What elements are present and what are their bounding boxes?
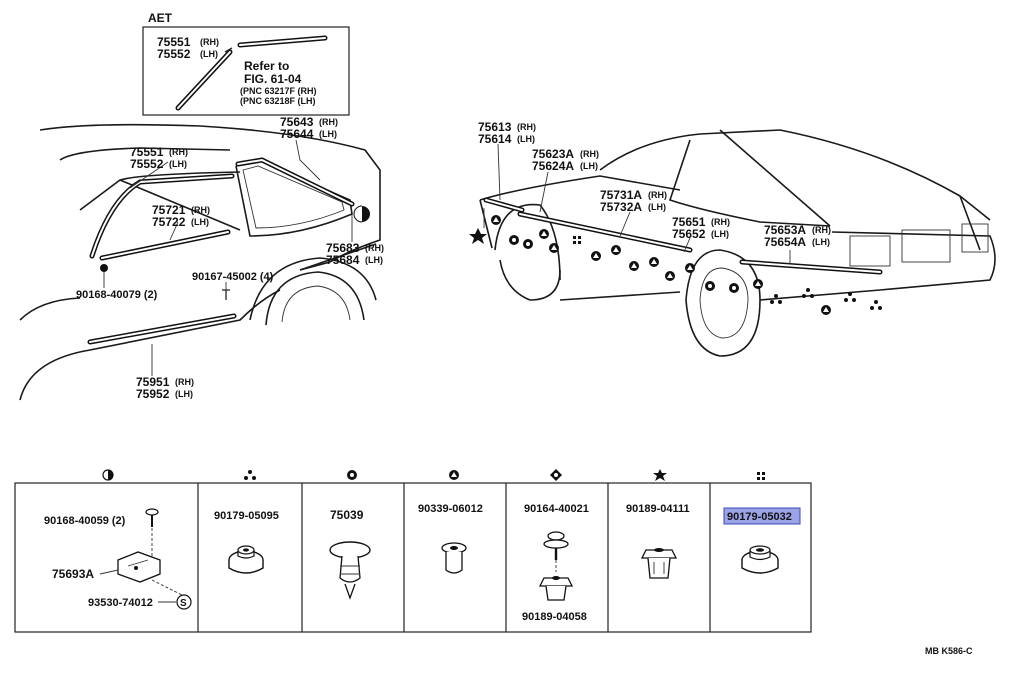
- callout-75643-side: (RH): [319, 117, 338, 127]
- callout-75654A[interactable]: 75654A: [764, 235, 806, 249]
- bracket-icon: [117, 551, 161, 583]
- inset-refer-pnc1: (PNC 63217F (RH): [240, 86, 317, 96]
- grommet-icon: [441, 542, 467, 574]
- half-circle-symbol: [362, 206, 370, 222]
- callout-75684[interactable]: 75684: [326, 253, 360, 267]
- flange-nut-icon: [741, 545, 779, 574]
- part-93530-74012[interactable]: 93530-74012: [88, 597, 153, 609]
- star-symbol: [653, 469, 667, 481]
- callout-90168-40079[interactable]: 90168-40079 (2): [76, 289, 158, 301]
- half-circle-symbol: [102, 469, 114, 481]
- figure-code: MB K586-C: [925, 646, 973, 656]
- right-car-clip-markers: [469, 215, 882, 315]
- part-90179-05095[interactable]: 90179-05095: [214, 510, 279, 522]
- callout-75732A-side: (LH): [648, 202, 666, 212]
- callout-75652-side: (LH): [711, 229, 729, 239]
- callout-75683[interactable]: 75683: [326, 241, 360, 255]
- highlight-90179-05032[interactable]: [723, 507, 801, 525]
- inset-part-a-side: (RH): [200, 37, 219, 47]
- triangle-symbol: [449, 470, 459, 480]
- callout-75613[interactable]: 75613: [478, 120, 512, 134]
- callout-75644-side: (LH): [319, 129, 337, 139]
- license-plate: [901, 229, 951, 263]
- callout-75551[interactable]: 75551: [130, 145, 164, 159]
- callout-75552-side: (LH): [169, 159, 187, 169]
- circled-s-label: S: [180, 598, 187, 609]
- callout-75643[interactable]: 75643: [280, 115, 314, 129]
- clip-marker: [100, 264, 108, 272]
- part-75039[interactable]: 75039: [330, 508, 364, 522]
- inset-refer-pnc2: (PNC 63218F (LH): [240, 96, 316, 106]
- callout-75721[interactable]: 75721: [152, 203, 186, 217]
- fastener-table-frame: [14, 482, 812, 633]
- diamond-circle-symbol: [550, 469, 562, 481]
- clip-nut-icon: [538, 576, 574, 601]
- inset-frame: [142, 26, 350, 116]
- star-symbol: [469, 228, 487, 244]
- inset-part-a[interactable]: 75551: [157, 35, 191, 49]
- right-callouts: 75613 (RH) 75614 (LH) 75623A (RH) 75624A…: [478, 120, 831, 249]
- callout-75651[interactable]: 75651: [672, 215, 706, 229]
- part-90189-04111[interactable]: 90189-04111: [626, 503, 690, 515]
- part-90189-04058[interactable]: 90189-04058: [522, 611, 587, 623]
- callout-75721-side: (RH): [191, 205, 210, 215]
- fastener-table: 90168-40059 (2) 75693A 93530-74012 S 901…: [14, 469, 812, 633]
- left-car-illustration: [19, 123, 381, 401]
- inset-part-b[interactable]: 75552: [157, 47, 191, 61]
- callout-75624A-side: (LH): [580, 161, 598, 171]
- circled-s-icon: [176, 594, 192, 610]
- inset-refer-line2[interactable]: FIG. 61-04: [244, 72, 302, 86]
- callout-75731A-side: (RH): [648, 190, 667, 200]
- three-dots-symbol: [244, 470, 256, 480]
- callout-75684-side: (LH): [365, 255, 383, 265]
- clip-ring-symbol: [347, 470, 357, 480]
- callout-75683-side: (RH): [365, 243, 384, 253]
- right-car-illustration: [469, 129, 996, 357]
- part-90179-05032[interactable]: 90179-05032: [727, 511, 792, 523]
- callout-75731A[interactable]: 75731A: [600, 188, 642, 202]
- callout-75653A[interactable]: 75653A: [764, 223, 806, 237]
- nut-icon: [228, 545, 264, 574]
- screw-icon: [145, 508, 159, 527]
- callout-75614[interactable]: 75614: [478, 132, 512, 146]
- washer-screw-icon: [543, 531, 569, 560]
- screw-marker: [222, 289, 230, 300]
- callout-75653A-side: (RH): [812, 225, 831, 235]
- callout-75652[interactable]: 75652: [672, 227, 706, 241]
- callout-75623A[interactable]: 75623A: [532, 147, 574, 161]
- callout-75952[interactable]: 75952: [136, 387, 170, 401]
- callout-90167-45002[interactable]: 90167-45002 (4): [192, 271, 274, 283]
- callout-75732A[interactable]: 75732A: [600, 200, 642, 214]
- inset-part-b-side: (LH): [200, 49, 218, 59]
- callout-75654A-side: (LH): [812, 237, 830, 247]
- callout-75614-side: (LH): [517, 134, 535, 144]
- callout-75951-side: (RH): [175, 377, 194, 387]
- callout-75722-side: (LH): [191, 217, 209, 227]
- grid-symbol: [757, 472, 765, 480]
- push-clip-icon: [329, 541, 371, 600]
- callout-75644[interactable]: 75644: [280, 127, 314, 141]
- left-taillight: [849, 235, 891, 267]
- left-callouts: 75551 (RH) 75552 (LH) 75643 (RH) 75644 (…: [76, 115, 384, 401]
- callout-75613-side: (RH): [517, 122, 536, 132]
- callout-75624A[interactable]: 75624A: [532, 159, 574, 173]
- inset-refer-line1: Refer to: [244, 59, 289, 73]
- callout-75651-side: (RH): [711, 217, 730, 227]
- callout-75552[interactable]: 75552: [130, 157, 164, 171]
- callout-75951[interactable]: 75951: [136, 375, 170, 389]
- part-90339-06012[interactable]: 90339-06012: [418, 503, 483, 515]
- callout-75722[interactable]: 75722: [152, 215, 186, 229]
- part-90168-40059[interactable]: 90168-40059 (2): [44, 515, 126, 527]
- right-taillight: [961, 223, 989, 253]
- callout-75952-side: (LH): [175, 389, 193, 399]
- inset-title: AET: [148, 11, 173, 25]
- inset-aet: AET 75551 (RH) 75552 (LH) Refer to FIG. …: [142, 11, 350, 116]
- callout-75551-side: (RH): [169, 147, 188, 157]
- part-90164-40021[interactable]: 90164-40021: [524, 503, 589, 515]
- square-clip-icon: [640, 548, 678, 579]
- callout-75623A-side: (RH): [580, 149, 599, 159]
- part-75693A[interactable]: 75693A: [52, 567, 94, 581]
